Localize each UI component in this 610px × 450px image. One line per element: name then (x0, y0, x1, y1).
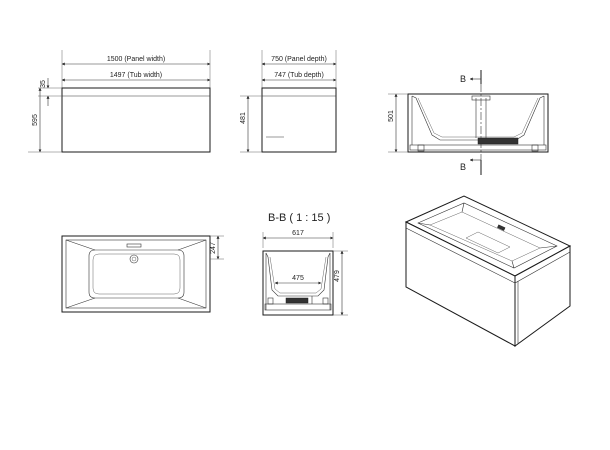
isometric-view (404, 195, 572, 347)
iso-right-face (514, 245, 571, 347)
section-view: B B 501 (388, 70, 549, 175)
tub-height-label: 481 (240, 112, 247, 124)
panel-width-label: 1500 (Panel width) (107, 56, 165, 63)
panel-height-label: 595 (32, 114, 39, 126)
bb-outer-box (262, 250, 334, 316)
bb-height-label: 479 (334, 270, 341, 282)
rim-height-label: 35 (40, 80, 47, 88)
tub-width-label: 1497 (Tub width) (110, 72, 162, 79)
bb-outer-width-label: 617 (292, 230, 304, 237)
panel-depth-label: 750 (Panel depth) (271, 56, 327, 63)
tub-depth-label: 747 (Tub depth) (274, 72, 324, 79)
section-bb-title: B-B ( 1 : 15 ) (268, 212, 330, 224)
top-view: 247 (61, 235, 224, 313)
section-height-label: 501 (388, 110, 395, 122)
side-view: 750 (Panel depth) 747 (Tub depth) 481 (240, 50, 337, 153)
section-marker-top: B (460, 74, 466, 84)
section-bb-detail: B-B ( 1 : 15 ) 617 475 479 (262, 212, 348, 316)
section-outer-box (407, 93, 549, 153)
top-depth-offset-label: 247 (210, 242, 217, 254)
front-panel (61, 87, 211, 153)
drain-icon (129, 254, 139, 264)
front-view: 1500 (Panel width) 1497 (Tub width) 35 5… (28, 50, 211, 153)
top-basin (88, 249, 185, 299)
section-marker-bottom: B (460, 162, 466, 172)
top-outer-rim (61, 235, 211, 313)
bb-inner-width-label: 475 (292, 275, 304, 282)
side-panel (261, 87, 337, 153)
